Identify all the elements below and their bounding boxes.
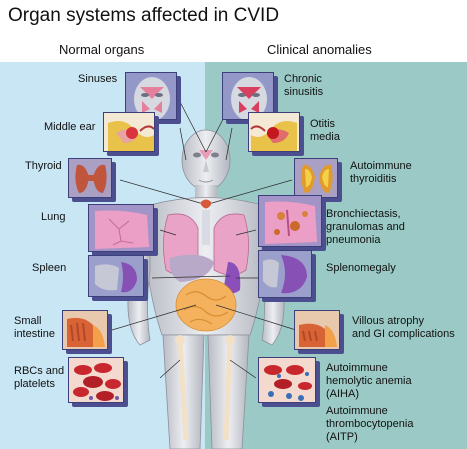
label-middle-ear: Middle ear [44, 121, 96, 133]
thyroid-tile [68, 158, 116, 202]
rbcs-platelets-tile [68, 357, 128, 407]
label-aiha-3: (AIHA) [326, 388, 359, 400]
figure-title: Organ systems affected in CVID [8, 5, 280, 26]
otitis-media-tile [248, 112, 304, 156]
splenomegaly-tile [258, 250, 316, 302]
spleen-tile [88, 255, 148, 301]
label-small-intestine-2: intestine [14, 328, 55, 340]
label-aiha-1: Autoimmune [326, 362, 388, 374]
label-bronchiectasis-3: pneumonia [326, 234, 381, 246]
clinical-anomalies-heading: Clinical anomalies [267, 42, 372, 57]
label-rbcs-1: RBCs and [14, 365, 65, 377]
autoimmune-hemolytic-tile [258, 357, 320, 407]
lung-tile [88, 204, 158, 256]
label-aitp-3: (AITP) [326, 431, 358, 443]
label-thyroiditis-1: Autoimmune [350, 160, 412, 172]
label-aitp-2: thrombocytopenia [326, 418, 414, 430]
autoimmune-thyroiditis-tile [294, 158, 342, 202]
label-thyroiditis-2: thyroiditis [350, 173, 397, 185]
label-sinuses: Sinuses [78, 73, 118, 85]
villous-atrophy-tile [294, 310, 344, 354]
middle-ear-tile [103, 112, 159, 156]
label-small-intestine-1: Small [14, 315, 42, 327]
label-villous-1: Villous atrophy [352, 315, 424, 327]
label-lung: Lung [41, 211, 66, 223]
label-villous-2: and GI complications [352, 328, 455, 340]
small-intestine-tile [62, 310, 112, 354]
label-aiha-2: hemolytic anemia [326, 375, 412, 387]
label-otitis-1: Otitis [310, 118, 336, 130]
label-bronchiectasis-1: Bronchiectasis, [326, 208, 401, 220]
label-spleen: Spleen [32, 262, 67, 274]
normal-organs-heading: Normal organs [59, 42, 145, 57]
label-chronic-sinusitis-2: sinusitis [284, 86, 324, 98]
label-aitp-1: Autoimmune [326, 405, 388, 417]
bronchiectasis-tile [258, 195, 326, 251]
label-otitis-2: media [310, 131, 340, 143]
label-chronic-sinusitis-1: Chronic [284, 73, 322, 85]
label-splenomegaly: Splenomegaly [326, 262, 396, 274]
label-thyroid: Thyroid [25, 160, 62, 172]
label-rbcs-2: platelets [14, 378, 55, 390]
label-bronchiectasis-2: granulomas and [326, 221, 405, 233]
